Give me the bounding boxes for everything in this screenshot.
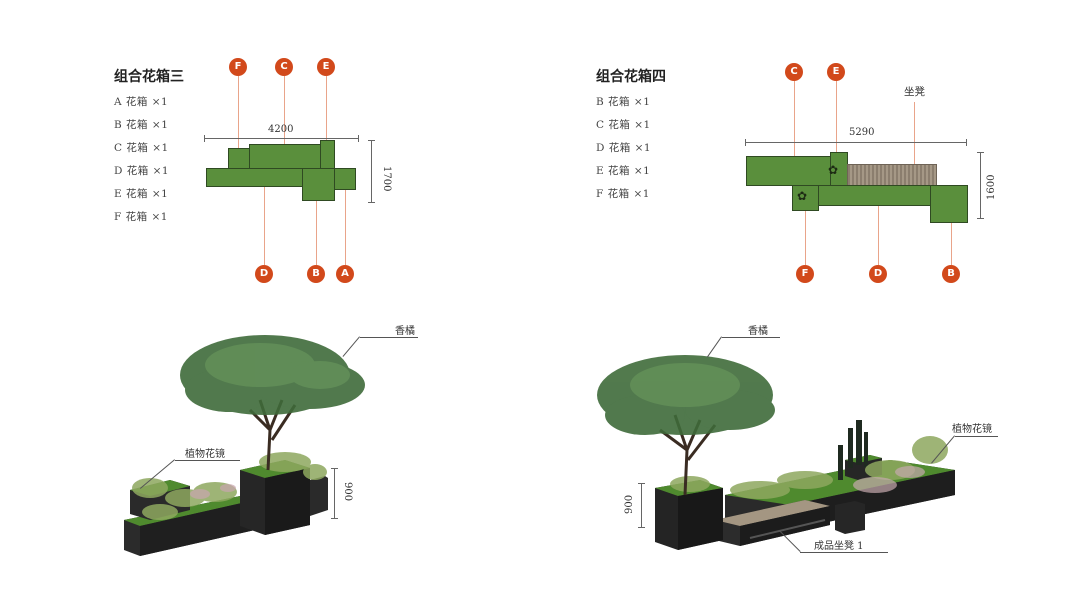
callout-line xyxy=(175,460,240,461)
plan-title-left: 组合花箱三 xyxy=(114,69,184,85)
bench-label: 坐凳 xyxy=(904,86,925,98)
bench xyxy=(847,164,937,186)
legend-item: F 花箱 ×1 xyxy=(596,188,650,200)
tree-label: 香橘 xyxy=(748,326,768,337)
planter-F xyxy=(228,148,250,169)
planter-F: ✿ xyxy=(792,185,819,211)
dimension-line xyxy=(745,142,967,143)
dimension-tick xyxy=(331,518,338,519)
dimension-tick xyxy=(368,140,375,141)
leader-line xyxy=(238,76,239,148)
leader-line xyxy=(951,222,952,265)
bench-render-label: 成品坐凳 1 xyxy=(814,541,864,552)
marker-B: B xyxy=(942,265,960,283)
marker-A: A xyxy=(336,265,354,283)
leader-line xyxy=(264,187,265,265)
width-dimension: 5290 xyxy=(849,127,875,138)
height-dimension: 1700 xyxy=(381,166,392,192)
planter-E: ✿ xyxy=(828,152,848,186)
marker-E: E xyxy=(317,58,335,76)
dimension-tick xyxy=(966,139,967,146)
callout-line xyxy=(800,552,888,553)
dimension-tick xyxy=(358,135,359,142)
tree-label: 香橘 xyxy=(395,326,415,337)
planter-A xyxy=(334,168,356,190)
height-dimension: 900 xyxy=(342,482,353,502)
leader-line xyxy=(805,210,806,265)
leader-line xyxy=(878,200,879,265)
plant-symbol-icon: ✿ xyxy=(828,163,839,177)
planter-E xyxy=(320,140,335,169)
marker-F: F xyxy=(796,265,814,283)
callout-line xyxy=(360,337,418,338)
height-dimension: 1600 xyxy=(986,174,997,200)
legend-item: A 花箱 ×1 xyxy=(114,96,169,108)
planter-C xyxy=(746,156,831,186)
legend-item: F 花箱 ×1 xyxy=(114,211,168,223)
marker-C: C xyxy=(275,58,293,76)
height-dimension: 900 xyxy=(624,494,635,514)
callout-line xyxy=(722,337,780,338)
leader-line xyxy=(345,190,346,265)
planter-B xyxy=(930,185,968,223)
marker-B: B xyxy=(307,265,325,283)
legend-item: C 花箱 ×1 xyxy=(596,119,651,131)
legend-item: E 花箱 ×1 xyxy=(596,165,651,177)
dimension-tick xyxy=(204,135,205,142)
dimension-tick xyxy=(977,218,984,219)
dimension-line xyxy=(980,152,981,218)
width-dimension: 4200 xyxy=(268,124,294,135)
plant-symbol-icon: ✿ xyxy=(797,189,808,203)
dimension-line xyxy=(371,140,372,202)
dimension-tick xyxy=(638,527,645,528)
planter-render-illustration xyxy=(597,355,955,550)
marker-E: E xyxy=(827,63,845,81)
marker-D: D xyxy=(869,265,887,283)
leader-line xyxy=(284,76,285,144)
dimension-tick xyxy=(331,468,338,469)
marker-C: C xyxy=(785,63,803,81)
leader-line xyxy=(326,76,327,140)
marker-F: F xyxy=(229,58,247,76)
legend-item: D 花箱 ×1 xyxy=(114,165,170,177)
leader-line xyxy=(914,102,915,166)
dimension-tick xyxy=(638,483,645,484)
leader-line xyxy=(836,76,837,154)
planter-D xyxy=(818,185,933,206)
dimension-line xyxy=(204,138,359,139)
legend-item: D 花箱 ×1 xyxy=(596,142,652,154)
legend-item: E 花箱 ×1 xyxy=(114,188,169,200)
planter-D xyxy=(206,168,305,187)
dimension-line xyxy=(641,483,642,527)
dimension-tick xyxy=(977,152,984,153)
plant-label: 植物花镜 xyxy=(952,424,992,435)
leader-line xyxy=(794,76,795,161)
planter-C xyxy=(249,144,321,169)
planter-B xyxy=(302,168,335,201)
planter-render-illustration xyxy=(124,335,365,556)
leader-line xyxy=(316,200,317,265)
legend-item: B 花箱 ×1 xyxy=(596,96,651,108)
marker-D: D xyxy=(255,265,273,283)
dimension-tick xyxy=(745,139,746,146)
legend-item: C 花箱 ×1 xyxy=(114,142,169,154)
plant-label: 植物花镜 xyxy=(185,449,225,460)
legend-item: B 花箱 ×1 xyxy=(114,119,169,131)
plan-title-right: 组合花箱四 xyxy=(596,69,666,85)
dimension-line xyxy=(334,468,335,518)
dimension-tick xyxy=(368,202,375,203)
callout-line xyxy=(955,436,998,437)
